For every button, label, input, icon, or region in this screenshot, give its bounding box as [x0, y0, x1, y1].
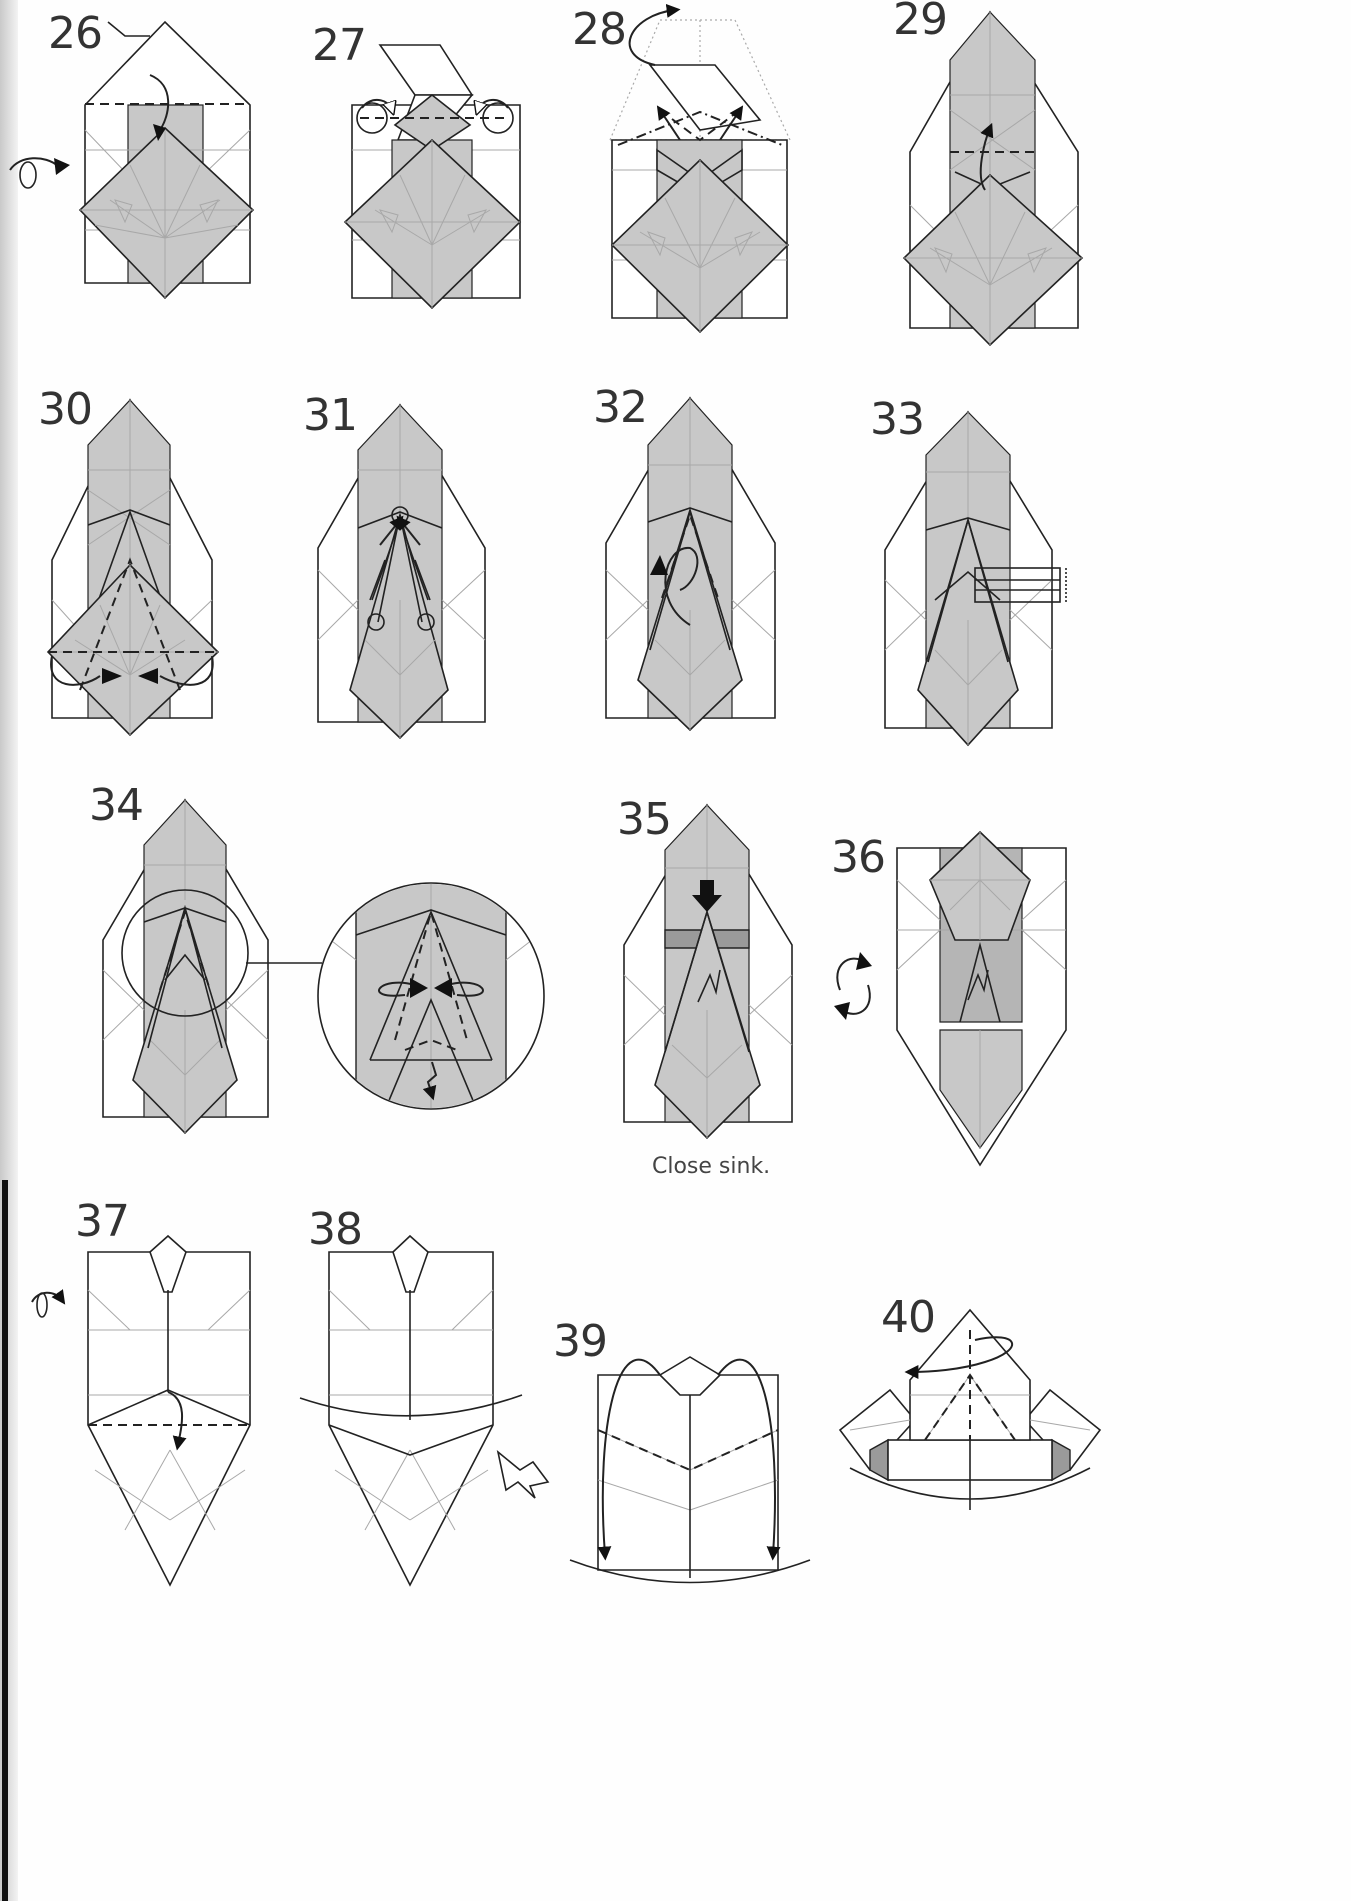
step-35-diagram: [624, 805, 792, 1138]
step-31-diagram: [318, 405, 485, 738]
step-30-diagram: [48, 400, 218, 735]
step-38-diagram: [300, 1236, 548, 1585]
step-36-diagram: [834, 832, 1066, 1165]
step-40-diagram: [840, 1310, 1100, 1510]
step-26-diagram: [10, 22, 253, 298]
step-28-diagram: [610, 10, 790, 332]
step-32-diagram: [606, 398, 775, 730]
step-27-diagram: [345, 45, 520, 308]
step-37-diagram: [32, 1236, 250, 1585]
step-34-diagram: [103, 800, 545, 1133]
step-29-diagram: [904, 12, 1082, 345]
step-33-diagram: [885, 412, 1066, 745]
step-39-diagram: [570, 1357, 810, 1583]
